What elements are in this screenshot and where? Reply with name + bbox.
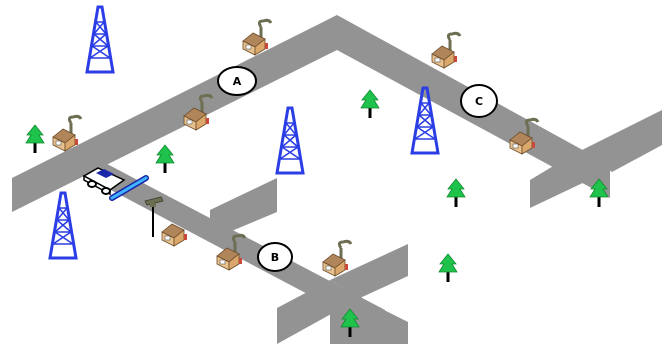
cell-tower-icon xyxy=(87,7,113,72)
checkpoint-c-label: C xyxy=(475,95,483,108)
checkpoint-b: B xyxy=(258,243,292,271)
checkpoint-a: A xyxy=(218,67,256,95)
checkpoint-a-label: A xyxy=(233,75,242,88)
road-center-stub xyxy=(210,178,277,240)
tree-icon xyxy=(156,145,174,173)
house-icon xyxy=(432,33,460,68)
tree-icon xyxy=(26,125,44,153)
house-icon xyxy=(243,20,271,55)
tree-icon xyxy=(439,254,457,282)
tree-icon xyxy=(447,179,465,207)
cell-tower-icon xyxy=(50,193,76,258)
house-icon xyxy=(323,241,351,276)
checkpoint-b-label: B xyxy=(271,251,279,264)
cell-tower-icon xyxy=(277,108,303,173)
checkpoint-c: C xyxy=(461,85,497,117)
tree-icon xyxy=(361,90,379,118)
